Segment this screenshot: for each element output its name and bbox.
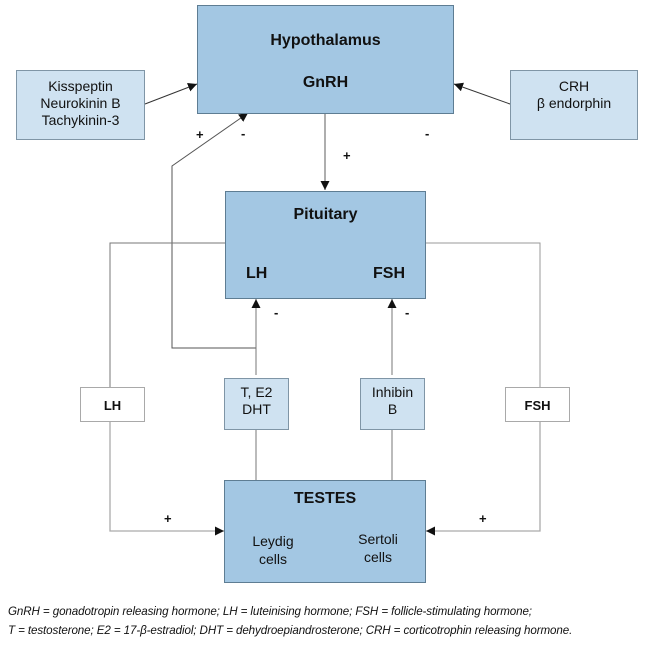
steroid-feedback-box: T, E2 DHT	[224, 378, 289, 430]
sign-steroid-to-hypothalamus: +	[196, 127, 204, 142]
caption-line-1: GnRH = gonadotropin releasing hormone; L…	[8, 605, 532, 618]
stimulator-neurokinin-b: Neurokinin B	[40, 95, 121, 111]
sign-steroid-to-lh: -	[274, 305, 279, 320]
stimulator-kisspeptin: Kisspeptin	[48, 78, 113, 94]
caption-line-2: T = testosterone; E2 = 17-β-estradiol; D…	[8, 624, 573, 637]
sign-gnrh-to-pituitary: +	[343, 148, 351, 163]
pituitary-fsh-label: FSH	[373, 265, 405, 282]
arrow-fsh-signal-to-testes	[426, 421, 541, 536]
arrow-lh-signal-to-testes	[109, 421, 224, 536]
pituitary-lh-label: LH	[246, 265, 268, 282]
hypothalamus-box: Hypothalamus GnRH	[197, 5, 454, 114]
hypothalamus-title: Hypothalamus	[270, 32, 381, 49]
lh-signal-label: LH	[103, 398, 122, 413]
inhibin-line-1: Inhibin	[371, 384, 414, 400]
testes-title: TESTES	[293, 490, 357, 507]
sign-inhibin-to-fsh: -	[405, 305, 410, 320]
gnrh-label: GnRH	[302, 74, 349, 91]
stimulator-tachykinin-3: Tachykinin-3	[41, 112, 120, 128]
sign-lh-to-testes: +	[164, 511, 172, 526]
testes-box: TESTES Leydig cells Sertoli cells	[224, 480, 426, 583]
sertoli-cells-label: Sertoli cells	[348, 530, 408, 566]
fsh-signal-label: FSH	[524, 398, 551, 413]
sign-feedback-to-hypothalamus: -	[241, 126, 246, 141]
inhibin-line-2: B	[387, 401, 398, 417]
fsh-signal-box: FSH	[505, 387, 570, 422]
inhibin-feedback-box: Inhibin B	[360, 378, 425, 430]
steroid-t-e2: T, E2	[240, 384, 273, 400]
stimulators-box: Kisspeptin Neurokinin B Tachykinin-3	[16, 70, 145, 140]
pituitary-box: Pituitary LH FSH	[225, 191, 426, 299]
lh-signal-box: LH	[80, 387, 145, 422]
steroid-dht: DHT	[242, 401, 271, 417]
sertoli-line-2: cells	[363, 549, 392, 565]
leydig-line-2: cells	[258, 551, 287, 567]
leydig-line-1: Leydig	[252, 533, 294, 549]
inhibitor-beta-endorphin: β endorphin	[536, 95, 612, 111]
pituitary-title: Pituitary	[293, 206, 358, 223]
arrow-steroid-feedback-to-hypothalamus	[171, 112, 256, 349]
sertoli-line-1: Sertoli	[358, 531, 398, 547]
inhibitor-crh: CRH	[558, 78, 590, 94]
arrow-stimulators-to-hypothalamus	[144, 83, 198, 105]
line-pituitary-to-fsh-signal	[425, 242, 541, 387]
sign-inhibitors-to-hypothalamus: -	[425, 126, 430, 141]
line-pituitary-to-lh-signal	[109, 242, 226, 387]
inhibitors-box: CRH β endorphin	[510, 70, 638, 140]
arrow-inhibitors-to-hypothalamus	[453, 82, 511, 105]
sign-fsh-to-testes: +	[479, 511, 487, 526]
leydig-cells-label: Leydig cells	[243, 532, 303, 568]
